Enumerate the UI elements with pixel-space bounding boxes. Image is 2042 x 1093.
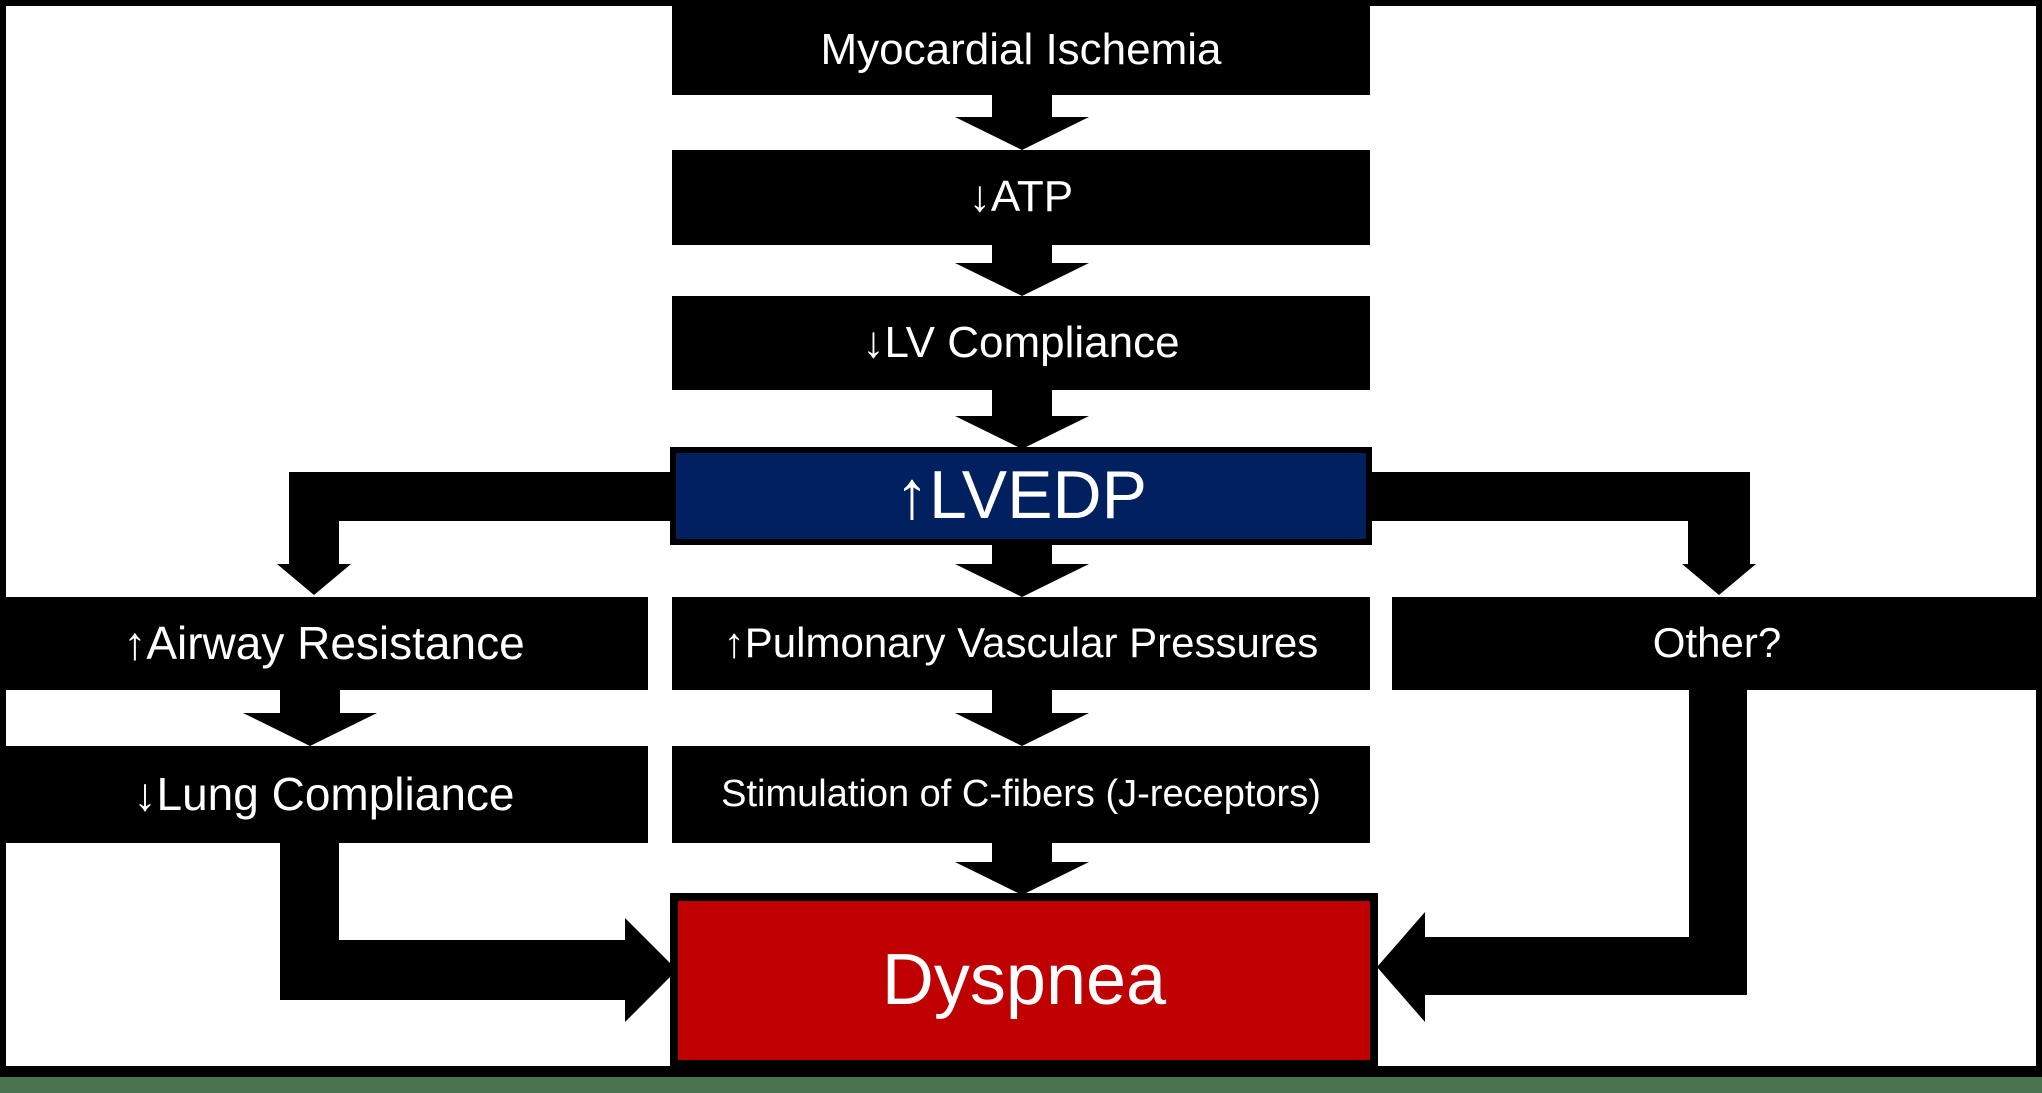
- node-myocardial-ischemia-label: Myocardial Ischemia: [820, 25, 1222, 75]
- arrow-atp-to-lvcompliance: [955, 245, 1089, 296]
- node-atp-label: ↓ATP: [968, 172, 1074, 222]
- connector-lung-to-dyspnea: [280, 843, 677, 1022]
- node-airway-resistance-label: ↑Airway Resistance: [123, 617, 525, 670]
- node-pulmonary-vascular-pressures: ↑Pulmonary Vascular Pressures: [672, 597, 1370, 690]
- connector-other-to-dyspnea: [1377, 690, 1747, 1022]
- frame-border-left: [0, 0, 6, 1077]
- arrow-cfibers-to-dyspnea: [955, 843, 1089, 895]
- node-pulmonary-vascular-pressures-label: ↑Pulmonary Vascular Pressures: [723, 619, 1319, 667]
- node-c-fiber-stimulation-label: Stimulation of C-fibers (J-receptors): [721, 772, 1321, 815]
- arrow-lvcompliance-to-lvedp: [955, 390, 1089, 449]
- node-other-label: Other?: [1652, 619, 1782, 667]
- connector-lvedp-to-airway: [277, 472, 672, 595]
- arrow-lvedp-to-pulmonary: [955, 543, 1089, 597]
- node-other: Other?: [1392, 597, 2042, 690]
- node-lung-compliance: ↓Lung Compliance: [0, 746, 648, 843]
- frame-border-bottom: [0, 1066, 2042, 1077]
- node-myocardial-ischemia: Myocardial Ischemia: [672, 6, 1370, 95]
- connector-lvedp-to-other: [1370, 472, 1756, 595]
- node-lvedp: ↑LVEDP: [670, 447, 1372, 545]
- frame-border-right: [2036, 0, 2042, 1077]
- node-airway-resistance: ↑Airway Resistance: [0, 597, 648, 690]
- node-c-fiber-stimulation: Stimulation of C-fibers (J-receptors): [672, 746, 1370, 843]
- node-dyspnea: Dyspnea: [670, 893, 1378, 1068]
- frame-border-top: [0, 0, 2042, 6]
- arrow-pulmonary-to-cfibers: [955, 690, 1089, 746]
- node-atp: ↓ATP: [672, 150, 1370, 245]
- node-lv-compliance: ↓LV Compliance: [672, 296, 1370, 390]
- arrow-myocardial-to-atp: [955, 95, 1089, 150]
- node-lv-compliance-label: ↓LV Compliance: [862, 317, 1180, 367]
- node-lvedp-label: ↑LVEDP: [895, 457, 1147, 534]
- bottom-green-strip: [0, 1077, 2042, 1093]
- node-dyspnea-label: Dyspnea: [881, 939, 1167, 1020]
- arrow-airway-to-lung: [243, 690, 377, 746]
- node-lung-compliance-label: ↓Lung Compliance: [133, 768, 515, 821]
